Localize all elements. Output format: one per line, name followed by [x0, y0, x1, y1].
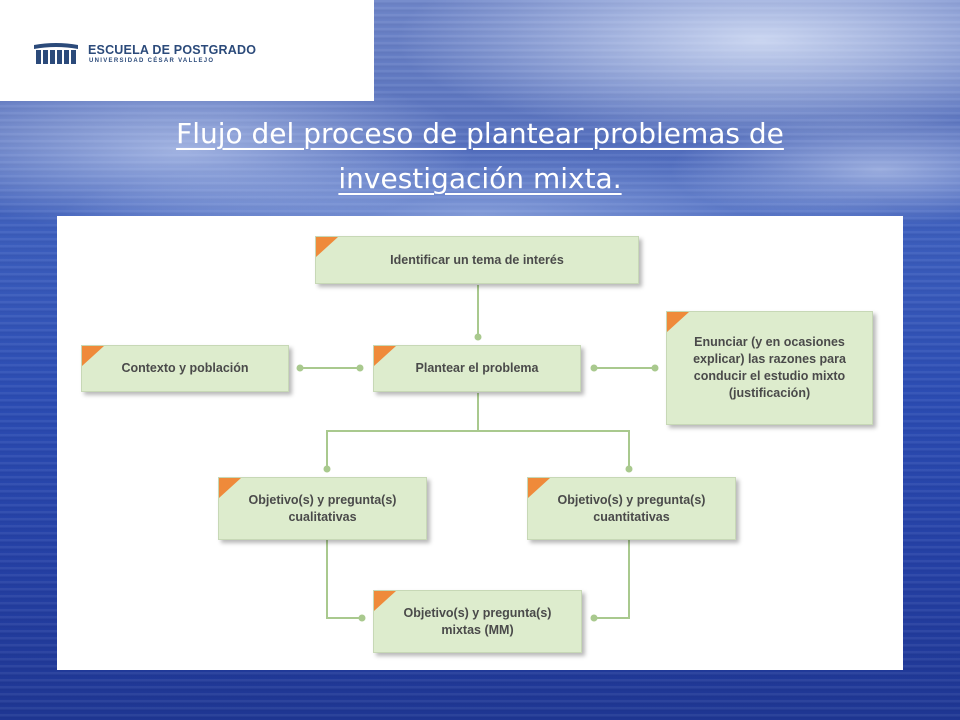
- connector-branch-cuantitativas: [478, 430, 630, 469]
- corner-accent-icon: [316, 237, 338, 257]
- logo-subtitle: UNIVERSIDAD CÉSAR VALLEJO: [89, 58, 215, 64]
- corner-accent-icon: [82, 346, 104, 366]
- connector-cuantitativas-mixtas: [594, 540, 630, 619]
- corner-accent-icon: [374, 591, 396, 611]
- node-label: Objetivo(s) y pregunta(s) cuantitativas: [557, 492, 706, 524]
- node-label: Objetivo(s) y pregunta(s) mixtas (MM): [403, 605, 552, 637]
- node-identificar-tema: Identificar un tema de interés: [315, 236, 639, 284]
- university-logo-icon: [34, 43, 78, 64]
- node-label: Contexto y población: [121, 361, 249, 375]
- node-plantear-problema: Plantear el problema: [373, 345, 581, 392]
- slide-title-line-2: investigación mixta.: [338, 162, 622, 195]
- node-objetivos-mixtas: Objetivo(s) y pregunta(s) mixtas (MM): [373, 590, 582, 653]
- logo-title: ESCUELA DE POSTGRADO: [88, 43, 257, 57]
- corner-accent-icon: [374, 346, 396, 366]
- node-label: Enunciar (y en ocasiones explicar) las r…: [693, 335, 846, 400]
- node-label: Objetivo(s) y pregunta(s) cualitativas: [248, 492, 397, 524]
- node-justificacion: Enunciar (y en ocasiones explicar) las r…: [666, 311, 873, 425]
- connector-dot: [296, 364, 304, 372]
- connector-problema-branches: [326, 393, 479, 469]
- connector-dot: [358, 614, 366, 622]
- node-objetivos-cuantitativas: Objetivo(s) y pregunta(s) cuantitativas: [527, 477, 736, 540]
- connector-dot: [625, 465, 633, 473]
- slide-title: Flujo del proceso de plantear problemas …: [60, 111, 900, 201]
- node-label: Plantear el problema: [415, 361, 539, 375]
- connector-dot: [590, 614, 598, 622]
- diagram-connectors: [296, 285, 659, 622]
- logo-banner: ESCUELA DE POSTGRADO UNIVERSIDAD CÉSAR V…: [0, 0, 374, 101]
- corner-accent-icon: [528, 478, 550, 498]
- connector-dot: [590, 364, 598, 372]
- flow-diagram: Identificar un tema de interés Contexto …: [57, 216, 903, 670]
- node-objetivos-cualitativas: Objetivo(s) y pregunta(s) cualitativas: [218, 477, 427, 540]
- connector-cualitativas-mixtas: [326, 540, 362, 619]
- connector-dot: [474, 333, 482, 341]
- connector-dot: [356, 364, 364, 372]
- node-label: Identificar un tema de interés: [390, 252, 564, 267]
- corner-accent-icon: [667, 312, 689, 332]
- corner-accent-icon: [219, 478, 241, 498]
- node-contexto-poblacion: Contexto y población: [81, 345, 289, 392]
- connector-dot: [651, 364, 659, 372]
- connector-dot: [323, 465, 331, 473]
- slide-title-line-1: Flujo del proceso de plantear problemas …: [176, 117, 784, 150]
